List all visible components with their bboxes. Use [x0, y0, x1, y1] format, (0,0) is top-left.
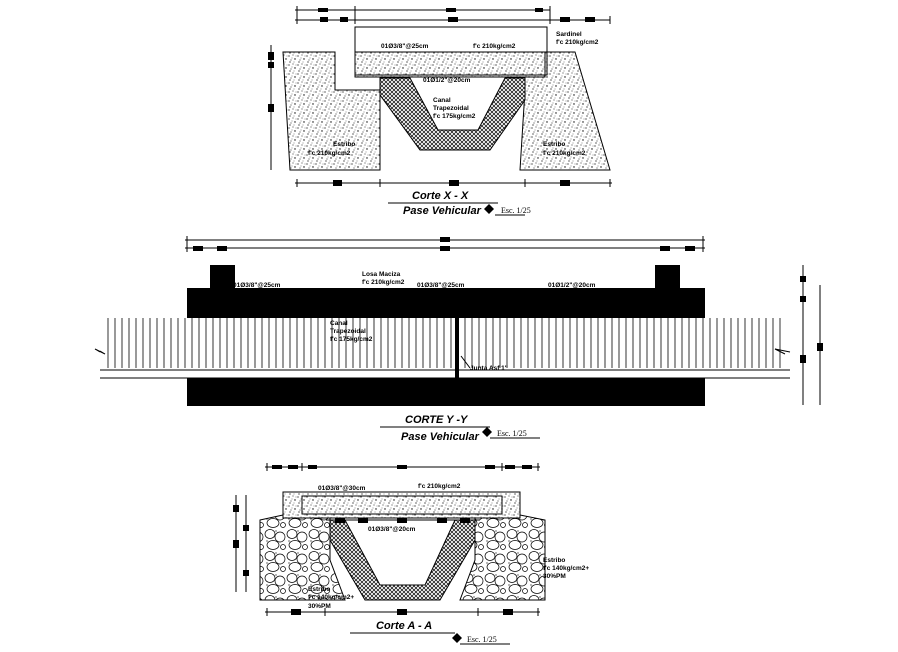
section-subtitle: Pase Vehicular — [403, 205, 482, 217]
section-a-a: 01Ø3/8"@30cm f'c 210kg/cm2 01Ø3/8"@20cm … — [233, 463, 589, 645]
canal-strength-label: f'c 175kg/cm2 — [433, 113, 476, 120]
rebar-right-label: 01Ø1/2"@20cm — [548, 282, 596, 289]
section-subtitle: Pase Vehicular — [401, 431, 480, 443]
estribo-right-pm: 30%PM — [543, 573, 566, 580]
losa-label: Losa Maciza — [362, 271, 401, 278]
estribo-left-strength: f'c 140kg/cm2+ — [308, 594, 354, 601]
canal-strength-label: f'c 175kg/cm2 — [330, 336, 373, 343]
estribo-right-label: Estribo — [543, 141, 565, 148]
losa-maciza — [187, 288, 705, 318]
sardinel-right — [655, 265, 680, 289]
scale-label: Esc. 1/25 — [497, 429, 527, 438]
section-title: Corte X - X — [412, 190, 469, 202]
canal-label: Canal — [433, 97, 451, 104]
junta-asfaltica — [455, 318, 459, 378]
canal-type-label: Trapezoidal — [330, 328, 366, 335]
sardinel-label: Sardinel — [556, 31, 582, 38]
section-x-x: 01Ø3/8"@25cm f'c 210kg/cm2 Sardinel f'c … — [268, 6, 612, 217]
estribo-right-strength: f'c 210kg/cm2 — [543, 150, 586, 157]
sardinel-strength-label: f'c 210kg/cm2 — [556, 39, 599, 46]
canal-trapezoidal — [379, 77, 526, 151]
sardinel-left — [210, 265, 235, 289]
rebar-bottom-label: 01Ø3/8"@20cm — [368, 526, 416, 533]
estribo-left-strength: f'c 210kg/cm2 — [308, 150, 351, 157]
section-marker-icon — [484, 204, 494, 214]
estribo-left-pm: 30%PM — [308, 603, 331, 610]
dimension-lines-right — [802, 265, 821, 405]
sardinel-outline — [354, 26, 548, 76]
hatched-fill-layer — [105, 318, 785, 368]
canal-type-label: Trapezoidal — [433, 105, 469, 112]
losa — [354, 51, 546, 78]
losa-strength-label: f'c 210kg/cm2 — [362, 279, 405, 286]
junta-label: Junta Asf 1" — [470, 365, 508, 372]
slab-strength-label: f'c 210kg/cm2 — [418, 483, 461, 490]
section-title: Corte A - A — [376, 620, 432, 632]
rebar-top-label: 01Ø3/8"@25cm — [381, 43, 429, 50]
scale-label: Esc. 1/25 — [501, 206, 531, 215]
estribo-left-label: Estribo — [308, 586, 330, 593]
estribo-right-strength: f'c 140kg/cm2+ — [543, 565, 589, 572]
rebar-left-label: 01Ø3/8"@25cm — [233, 282, 281, 289]
base-slab — [187, 378, 705, 406]
rebar-mid-label: 01Ø3/8"@25cm — [417, 282, 465, 289]
scale-label: Esc. 1/25 — [467, 635, 497, 644]
section-title: CORTE Y -Y — [405, 414, 469, 426]
estribo-right-label: Estribo — [543, 557, 565, 564]
canal-label: Canal — [330, 320, 348, 327]
section-marker-icon — [452, 633, 462, 643]
rebar-top-label: 01Ø3/8"@30cm — [318, 485, 366, 492]
rebar-bottom-label: 01Ø1/2"@20cm — [423, 77, 471, 84]
section-marker-icon — [482, 427, 492, 437]
section-y-y: 01Ø3/8"@25cm Losa Maciza f'c 210kg/cm2 0… — [94, 236, 823, 443]
estribo-left-label: Estribo — [333, 141, 355, 148]
slab-strength-label: f'c 210kg/cm2 — [473, 43, 516, 50]
